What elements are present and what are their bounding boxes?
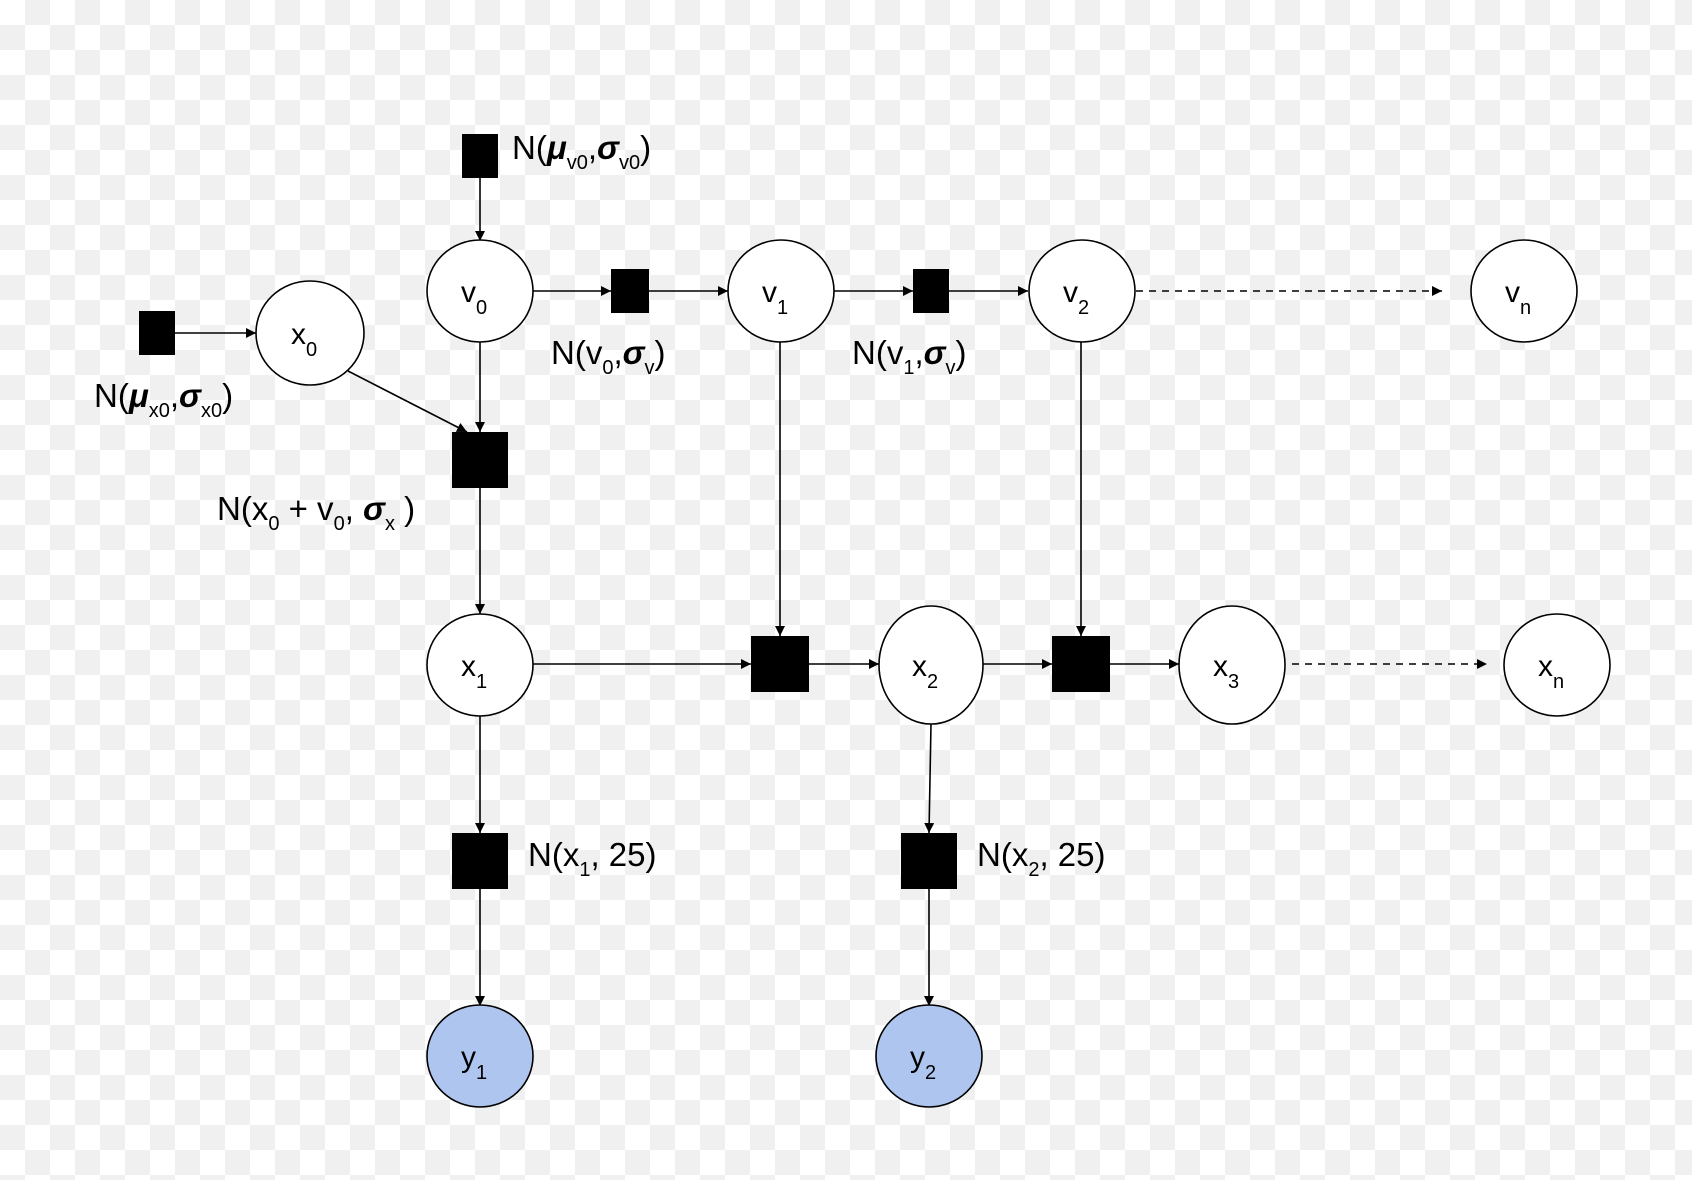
- variables: [255, 239, 1611, 1108]
- label-v2: v2: [1063, 276, 1089, 319]
- node-xn: [1503, 613, 1611, 717]
- node-v0: [426, 239, 534, 343]
- label-x1: x1: [461, 650, 487, 693]
- node-x0: [255, 280, 365, 386]
- label-v1: v1: [762, 276, 788, 319]
- factor-x0-x1: [452, 432, 508, 488]
- factor-x2-x3: [1052, 636, 1110, 692]
- factors: [139, 134, 1110, 889]
- label-y1: y1: [461, 1041, 487, 1084]
- node-x1: [426, 613, 534, 717]
- factor-label-v1-v2: N(v1,σv): [852, 334, 967, 379]
- node-y2: [875, 1004, 983, 1108]
- node-labels: x0 v0 v1 v2 vn x1 x2 x3 xn y1 y2: [291, 276, 1564, 1084]
- node-y1: [426, 1004, 534, 1108]
- factor-x1-x2: [751, 636, 809, 692]
- factor-label-x1-y1: N(x1, 25): [528, 836, 657, 881]
- node-v2: [1028, 239, 1136, 343]
- factor-v1-v2: [913, 269, 949, 313]
- node-vn: [1470, 239, 1578, 343]
- edge-x2-fy2: [924, 723, 935, 834]
- node-v1: [727, 239, 835, 343]
- factor-x1-y1: [452, 833, 508, 889]
- factor-label-v0-v1: N(v0,σv): [551, 334, 666, 379]
- label-x3: x3: [1213, 650, 1239, 693]
- factor-labels: N(μv0,σv0) N(μx0,σx0) N(v0,σv) N(v1,σv) …: [94, 129, 1106, 881]
- factor-label-prior-v0: N(μv0,σv0): [512, 129, 651, 174]
- factor-label-x2-y2: N(x2, 25): [977, 836, 1106, 881]
- edges: [175, 178, 1487, 1006]
- label-y2: y2: [910, 1041, 936, 1084]
- factor-prior-v0: [462, 134, 498, 178]
- factor-x2-y2: [901, 833, 957, 889]
- factor-label-prior-x0: N(μx0,σx0): [94, 377, 233, 422]
- factor-v0-v1: [611, 269, 649, 313]
- label-x0: x0: [291, 318, 317, 361]
- factor-prior-x0: [139, 311, 175, 355]
- label-x2: x2: [912, 650, 938, 693]
- edge-x0-fx01: [347, 370, 468, 433]
- label-xn: xn: [1538, 650, 1564, 693]
- label-vn: vn: [1505, 276, 1531, 319]
- node-x3: [1178, 605, 1286, 725]
- label-v0: v0: [461, 276, 487, 319]
- node-x2: [878, 605, 984, 725]
- factor-label-x0-x1: N(x0 + v0, σx ): [217, 490, 415, 535]
